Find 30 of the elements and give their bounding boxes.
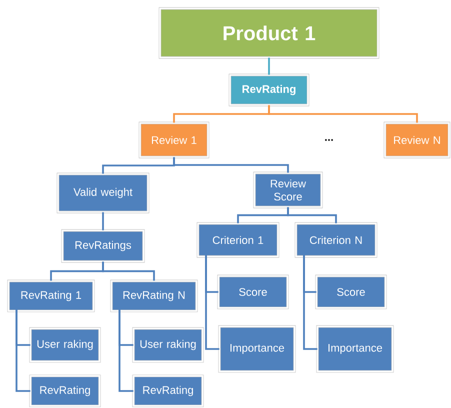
process-box: RevRating — [228, 74, 310, 106]
process-box: User raking — [132, 327, 204, 363]
connector-line — [102, 262, 155, 281]
process-box: Criterion N — [294, 222, 378, 258]
process-box: RevRatings — [61, 229, 145, 263]
process-box: Importance — [316, 325, 394, 373]
title-box: Product 1 — [158, 7, 380, 59]
connector-line — [268, 58, 270, 75]
process-box: RevRating — [29, 374, 101, 408]
process-box: Review Score — [253, 172, 323, 208]
connector-line — [173, 157, 289, 173]
process-box: Importance — [218, 325, 296, 373]
process-box: User raking — [29, 327, 101, 363]
connector-line — [268, 105, 418, 123]
connector-line — [287, 207, 337, 224]
process-box: RevRating — [132, 374, 204, 408]
process-box: Score — [315, 274, 387, 310]
process-box: Criterion 1 — [196, 222, 280, 258]
connector-line — [205, 254, 220, 350]
process-box: Score — [217, 274, 289, 310]
connector-line — [118, 308, 134, 392]
connector-line — [102, 212, 104, 230]
connector-line — [16, 308, 30, 392]
process-box: RevRating N — [110, 280, 198, 312]
ellipsis-label: ... — [325, 139, 333, 141]
process-box: Review 1 — [138, 122, 210, 158]
process-box: Valid weight — [56, 172, 150, 214]
process-box: Review N — [384, 122, 450, 158]
connector-line — [303, 254, 318, 350]
process-box: RevRating 1 — [7, 280, 95, 312]
